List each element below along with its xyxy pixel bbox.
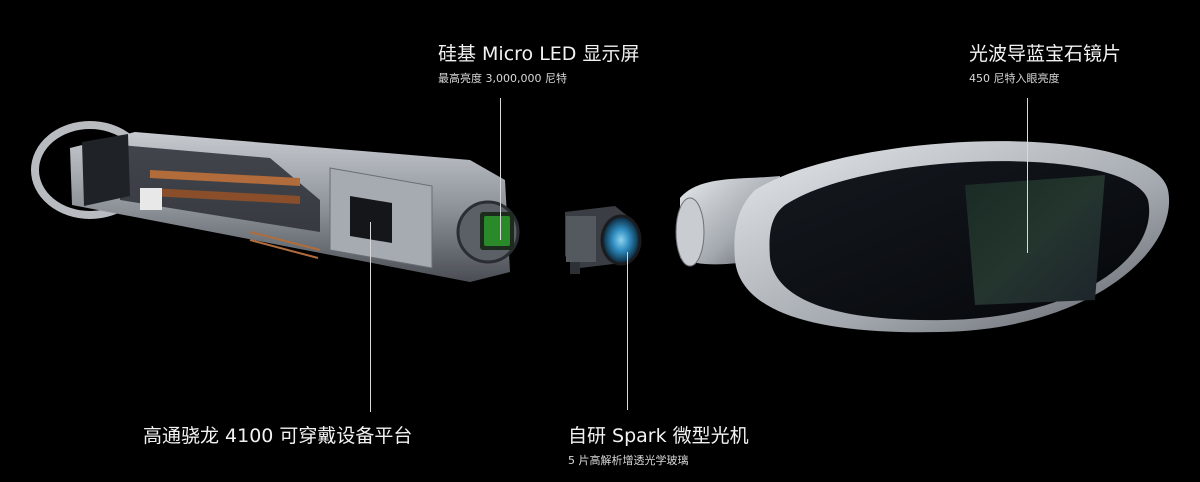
label-optics: 自研 Spark 微型光机 5 片高解析增透光学玻璃 [568,424,749,468]
mainboard-module [31,121,520,282]
label-display: 硅基 Micro LED 显示屏 最高亮度 3,000,000 尼特 [438,42,639,86]
label-platform-title: 高通骁龙 4100 可穿戴设备平台 [143,425,413,447]
flex-cable-a [150,170,300,186]
label-waveguide-subtitle: 450 尼特入眼亮度 [969,72,1060,85]
optics-module [565,206,642,274]
flex-cable-b [150,188,300,204]
connector-cap [675,197,705,267]
label-display-title: 硅基 Micro LED 显示屏 [438,43,640,65]
callout-line-platform [370,222,371,412]
display-panel [484,216,510,246]
label-optics-title: 自研 Spark 微型光机 [568,425,749,447]
soc-chip [350,196,392,243]
circuit-board [120,145,320,232]
waveguide-lens [675,141,1170,333]
optics-barrel [566,216,596,262]
callout-line-optics [627,252,628,410]
callout-line-display [500,98,501,240]
callout-line-waveguide [1027,98,1028,253]
label-waveguide: 光波导蓝宝石镜片 450 尼特入眼亮度 [969,42,1121,86]
label-display-subtitle: 最高亮度 3,000,000 尼特 [438,72,567,85]
lens [600,214,642,266]
label-waveguide-title: 光波导蓝宝石镜片 [969,43,1122,65]
label-optics-subtitle: 5 片高解析增透光学玻璃 [568,454,689,467]
end-cap [82,134,130,206]
qr-tag [140,188,162,210]
label-platform: 高通骁龙 4100 可穿戴设备平台 [143,424,412,448]
waveguide-display-area [965,175,1105,305]
